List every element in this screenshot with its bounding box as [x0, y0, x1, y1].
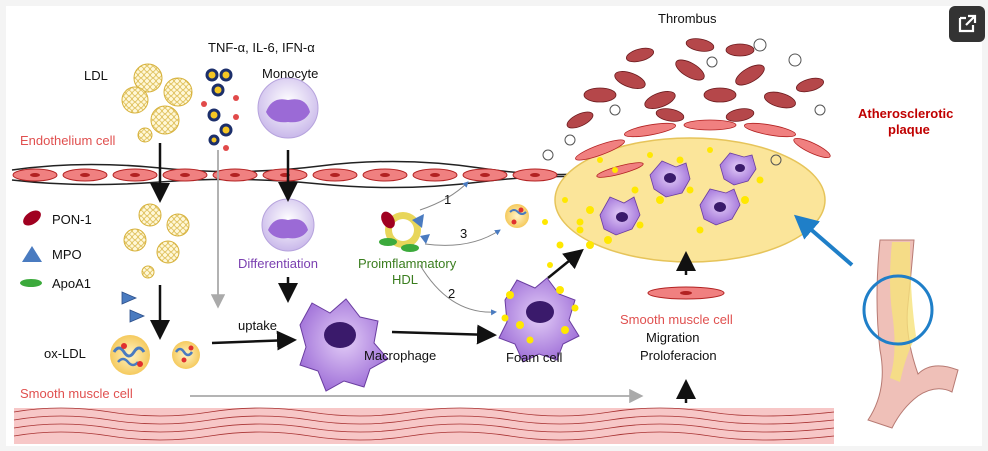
smooth-muscle-layer — [13, 407, 835, 444]
mpo-legend-marker — [22, 246, 42, 262]
hdl-label-line2: HDL — [392, 272, 418, 287]
plaque-label-line1: Atherosclerotic — [858, 106, 953, 121]
pathway-arrows — [150, 143, 696, 403]
proinflammatory-hdl — [379, 211, 430, 252]
ldl-label: LDL — [84, 68, 108, 83]
pathway-step-1: 1 — [444, 192, 451, 207]
legend — [20, 210, 42, 287]
ldl-particles-top — [121, 63, 193, 143]
monocyte-label: Monocyte — [262, 66, 318, 81]
pon1-legend-label: PON-1 — [52, 212, 92, 227]
apoa1-legend-label: ApoA1 — [52, 276, 91, 291]
differentiating-monocyte — [261, 198, 315, 252]
mpo-triangles — [121, 291, 146, 323]
endothelium-layer — [11, 160, 621, 189]
oxldl-particles — [110, 335, 200, 375]
gray-arrows — [190, 150, 644, 404]
artery-inset — [862, 239, 959, 429]
differentiation-label: Differentiation — [238, 256, 318, 271]
proliferation-label: Proloferacion — [640, 348, 717, 363]
plaque-label-line2: plaque — [888, 122, 930, 137]
pathway-step-3: 3 — [460, 226, 467, 241]
mpo-legend-label: MPO — [52, 247, 82, 262]
external-link-button[interactable] — [949, 6, 985, 42]
smooth-muscle-bottom-label: Smooth muscle cell — [20, 386, 133, 401]
hdl-label-line1: Proimflammatory — [358, 256, 457, 271]
external-link-icon — [958, 14, 977, 33]
hdl-curved-arrows — [419, 181, 501, 316]
pon1-legend-marker — [23, 210, 41, 226]
migrating-smooth-muscle-cell — [647, 286, 725, 300]
foam-cell-label: Foam cell — [506, 350, 562, 365]
apoa1-legend-marker — [20, 279, 42, 287]
macrophage-cell — [299, 298, 389, 392]
thrombus-label: Thrombus — [658, 11, 717, 26]
plaque-foam-cells — [576, 147, 764, 244]
plaque-pointer-arrow — [793, 214, 854, 267]
pathway-step-2: 2 — [448, 286, 455, 301]
uptake-label: uptake — [238, 318, 277, 333]
macrophage-label: Macrophage — [364, 348, 436, 363]
thrombus-cluster — [542, 38, 826, 166]
ldl-particles-subendothelial — [123, 203, 190, 279]
migration-label: Migration — [646, 330, 699, 345]
cytokines-label: TNF-α, IL-6, IFN-α — [208, 40, 315, 55]
smooth-muscle-right-label: Smooth muscle cell — [620, 312, 733, 327]
oxldl-small-particle — [505, 204, 529, 228]
cytokine-dots — [201, 68, 239, 151]
foam-cell — [498, 277, 580, 363]
oxldl-label: ox-LDL — [44, 346, 86, 361]
endothelium-label: Endothelium cell — [20, 133, 115, 148]
monocyte-cell — [257, 77, 319, 139]
